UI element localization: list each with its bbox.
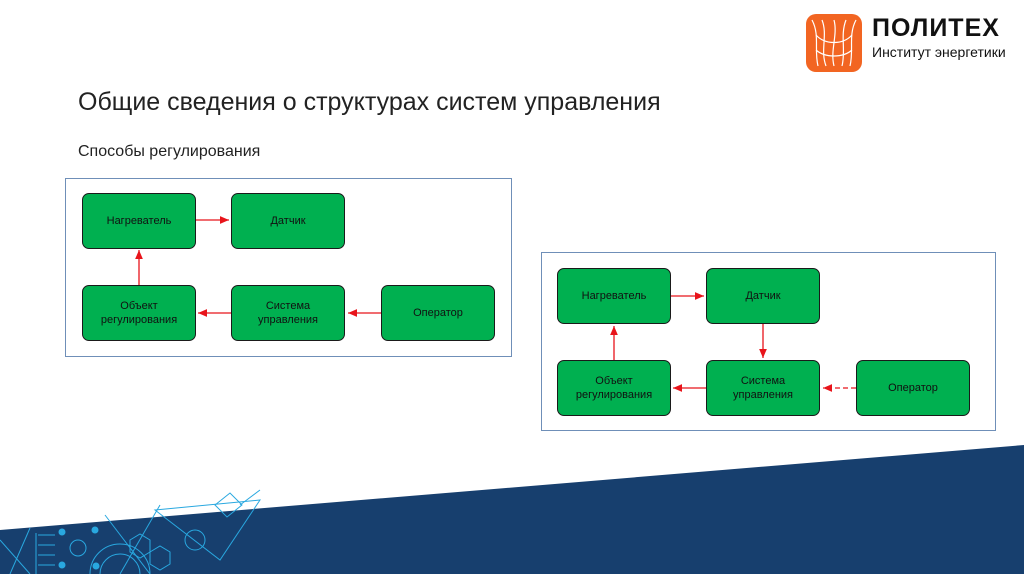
arrows-diagram-1 [135,216,381,317]
diagram-2-heater: Нагреватель [557,268,671,324]
diagram-2-control-system: Система управления [706,360,820,416]
page-subtitle: Способы регулирования [78,143,261,160]
diagram-2-operator: Оператор [856,360,970,416]
page-title: Общие сведения о структурах систем управ… [78,88,661,116]
diagram-1-object: Объект регулирования [82,285,196,341]
diagram-1-frame [65,178,512,357]
diagram-2-frame [541,252,996,431]
diagram-1-heater: Нагреватель [82,193,196,249]
diagram-1-operator: Оператор [381,285,495,341]
arrows-diagram-2 [610,292,856,392]
logo-name: ПОЛИТЕХ [872,14,1000,42]
diagram-1-control-system: Система управления [231,285,345,341]
logo-subtitle: Институт энергетики [872,44,1006,60]
diagram-1-sensor: Датчик [231,193,345,249]
logo-icon [806,14,862,72]
diagram-2-object: Объект регулирования [557,360,671,416]
footer-pattern [0,489,261,574]
diagram-2-sensor: Датчик [706,268,820,324]
footer-band [0,445,1024,574]
